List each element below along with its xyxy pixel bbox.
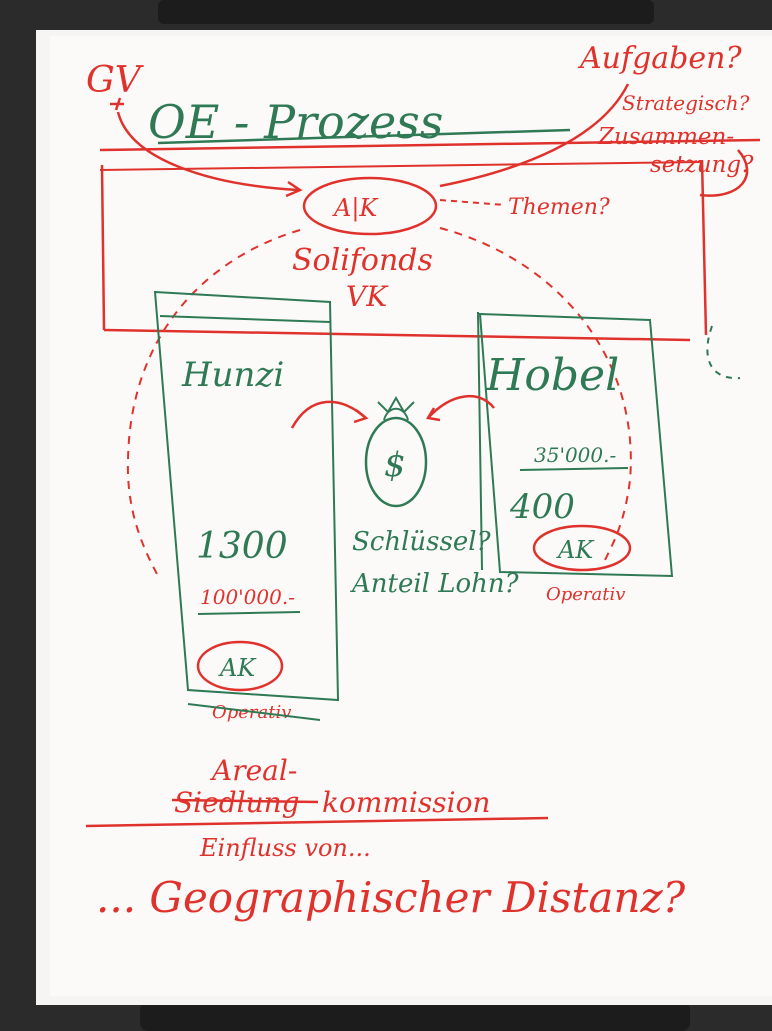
right-dashed-arc xyxy=(439,227,632,561)
hobel-amount-underline xyxy=(519,467,629,471)
bottom-clip xyxy=(140,1002,690,1031)
hunzi-count: 1300 xyxy=(196,526,288,567)
hunzi-box xyxy=(153,290,340,702)
gv-star xyxy=(110,97,124,111)
top-red-line-2 xyxy=(99,161,701,171)
ak-ellipse xyxy=(302,176,438,236)
left-dashed-arc xyxy=(126,229,301,581)
hunzi-amount-underline xyxy=(197,611,301,615)
setzung-curve xyxy=(699,149,749,197)
areal-text: Areal- xyxy=(209,754,297,787)
aufgaben-text: Aufgaben? xyxy=(577,41,742,76)
hunzi-bottom-line xyxy=(187,703,321,721)
right-arrow-to-bag xyxy=(427,395,495,419)
distanz-text: ... Geographischer Distanz? xyxy=(96,873,686,922)
hobel-box xyxy=(478,312,674,578)
hobel-count: 400 xyxy=(509,487,575,527)
hunzi-ak-ellipse xyxy=(196,640,284,692)
zusammen-text: Zusammen- xyxy=(597,124,734,150)
aufgaben-line xyxy=(439,83,630,188)
top-clip xyxy=(158,0,654,24)
gv-label: GV xyxy=(86,60,145,101)
hunzi-amount: 100'000.- xyxy=(200,585,295,609)
solifonds-text: Solifonds xyxy=(292,243,433,278)
hobel-ak-ellipse xyxy=(532,524,632,572)
right-red-bracket xyxy=(700,159,708,336)
ak-center-label: A|K xyxy=(332,194,379,223)
page-title: OE - Prozess xyxy=(148,95,443,149)
gv-arrowhead xyxy=(285,180,303,198)
hobel-operativ: Operativ xyxy=(546,584,625,605)
right-edge-dashed xyxy=(706,325,741,380)
money-bag-tie xyxy=(377,395,415,414)
dollar-icon: $ xyxy=(384,445,406,485)
themen-text: Themen? xyxy=(508,195,610,220)
hunzi-name: Hunzi xyxy=(181,355,284,395)
bottom-red-line xyxy=(85,816,549,828)
hobel-ak: AK xyxy=(556,536,595,564)
schluessel-text: Schlüssel? xyxy=(352,527,492,557)
kommission-text: kommission xyxy=(322,786,490,819)
siedlung-strike xyxy=(171,798,319,804)
hunzi-box-top xyxy=(159,315,331,323)
hunzi-ak: AK xyxy=(218,654,257,682)
hobel-box-left xyxy=(477,311,483,571)
title-underline xyxy=(157,128,571,145)
hobel-amount: 35'000.- xyxy=(534,443,616,467)
main-red-line xyxy=(103,328,691,342)
money-bag-neck xyxy=(383,407,409,421)
strategisch-text: Strategisch? xyxy=(622,91,750,115)
right-arrowhead xyxy=(425,407,441,422)
gv-arrow xyxy=(116,111,299,192)
einfluss-text: Einfluss von... xyxy=(199,834,371,862)
vk-text: VK xyxy=(346,280,389,313)
top-red-line xyxy=(99,138,761,152)
hobel-name: Hobel xyxy=(485,350,619,401)
paper-highlight xyxy=(50,36,772,996)
left-red-bracket xyxy=(100,164,106,331)
left-arrowhead xyxy=(353,409,369,424)
anteil-lohn-text: Anteil Lohn? xyxy=(350,569,520,599)
money-bag xyxy=(364,416,428,508)
